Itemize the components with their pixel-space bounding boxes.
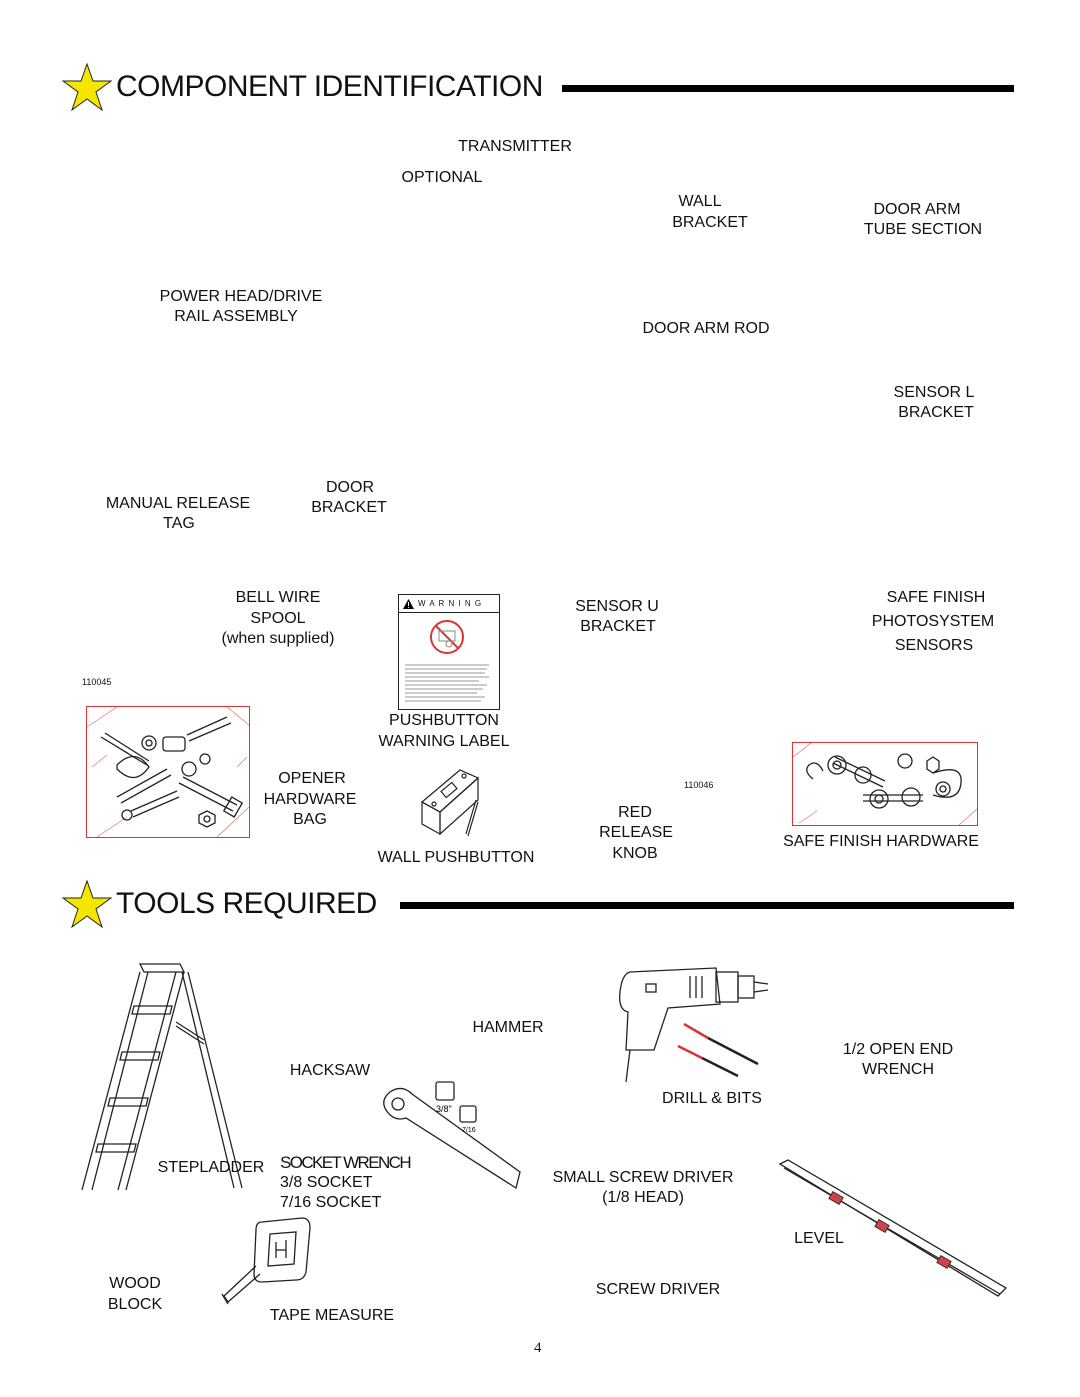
opener-hardware-label-3: BAG [293, 811, 327, 828]
heading-rule [400, 902, 1014, 909]
socket-716-label: 7/16 SOCKET [280, 1194, 382, 1211]
optional-label: OPTIONAL [401, 169, 483, 186]
wall-bracket-label-1: WALL [678, 193, 722, 210]
wood-block-label-1: WOOD [109, 1275, 161, 1292]
power-head-label-2: RAIL ASSEMBLY [174, 308, 298, 325]
part-number-110045: 110045 [82, 677, 112, 687]
socket-38-label: 3/8 SOCKET [280, 1174, 373, 1191]
warning-sticker-text: W A R N I N G [418, 599, 483, 608]
socket-wrench-label: SOCKET WRENCH [280, 1153, 412, 1172]
sensor-l-label-2: BRACKET [898, 404, 974, 421]
safe-finish-label-1: SAFE FINISH [886, 589, 986, 606]
small-screw-driver-label-2: (1/8 HEAD) [602, 1189, 684, 1206]
stepladder-label: STEPLADDER [157, 1159, 265, 1176]
star-icon [62, 880, 112, 928]
power-head-label-1: POWER HEAD/DRIVE [159, 288, 323, 305]
screw-driver-label: SCREW DRIVER [595, 1281, 721, 1298]
stepladder-image [81, 963, 243, 1191]
level-label: LEVEL [794, 1230, 844, 1247]
warning-triangle-icon [403, 598, 414, 609]
opener-hardware-label-2: HARDWARE [263, 791, 357, 808]
page-number: 4 [534, 1340, 542, 1356]
pushbutton-warning-label-1: PUSHBUTTON [389, 712, 499, 729]
socket-size-mark-2: 7/16 [462, 1127, 476, 1134]
door-bracket-label-2: BRACKET [311, 499, 387, 516]
level-image [778, 1159, 1008, 1297]
door-arm-tube-label-1: DOOR ARM [873, 201, 961, 218]
component-identification-heading: COMPONENT IDENTIFICATION [116, 70, 543, 103]
door-bracket-label-1: DOOR [326, 479, 374, 496]
safe-finish-label-2: PHOTOSYSTEM [871, 613, 995, 630]
safe-finish-hardware-bag-image [792, 742, 978, 826]
opener-hardware-label-1: OPENER [278, 770, 346, 787]
socket-size-mark-1: 3/8" [436, 1104, 452, 1114]
pushbutton-warning-label-2: WARNING LABEL [378, 733, 510, 750]
no-children-icon [430, 620, 464, 654]
red-release-knob-label-2: RELEASE [599, 824, 673, 841]
part-number-110046: 110046 [684, 780, 714, 790]
red-release-knob-label-1: RED [618, 804, 652, 821]
safe-finish-hardware-label: SAFE FINISH HARDWARE [783, 833, 979, 850]
drill-and-bits-image [619, 967, 769, 1083]
tools-required-heading: TOOLS REQUIRED [116, 887, 377, 920]
hacksaw-label: HACKSAW [289, 1062, 371, 1079]
bell-wire-label-3: (when supplied) [221, 630, 335, 647]
sensor-u-label-1: SENSOR U [575, 598, 659, 615]
open-end-wrench-label-1: 1/2 OPEN END [842, 1041, 954, 1058]
manual-release-label-2: TAG [163, 515, 195, 532]
warning-fine-print [405, 664, 489, 702]
tape-measure-label: TAPE MEASURE [269, 1307, 395, 1324]
drill-bits-label: DRILL & BITS [662, 1090, 762, 1107]
transmitter-label: TRANSMITTER [458, 138, 572, 155]
wood-block-label-2: BLOCK [107, 1296, 163, 1313]
sensor-l-label-1: SENSOR L [893, 384, 975, 401]
hammer-label: HAMMER [472, 1019, 544, 1036]
wall-bracket-label-2: BRACKET [672, 214, 748, 231]
safe-finish-label-3: SENSORS [894, 637, 974, 654]
open-end-wrench-label-2: WRENCH [862, 1061, 934, 1078]
door-arm-tube-label-2: TUBE SECTION [863, 221, 983, 238]
warning-label-image: W A R N I N G [398, 594, 500, 710]
bell-wire-label-1: BELL WIRE [235, 589, 321, 606]
sensor-u-label-2: BRACKET [580, 618, 656, 635]
tape-measure-image [221, 1217, 311, 1305]
wall-pushbutton-image [420, 769, 480, 837]
manual-release-label-1: MANUAL RELEASE [105, 495, 251, 512]
door-arm-rod-label: DOOR ARM ROD [642, 320, 770, 337]
star-icon [62, 63, 112, 111]
red-release-knob-label-3: KNOB [612, 845, 658, 862]
wall-pushbutton-label: WALL PUSHBUTTON [377, 849, 535, 866]
heading-rule [562, 85, 1014, 92]
socket-wrench-image: 3/8" 7/16 [383, 1081, 521, 1190]
small-screw-driver-label-1: SMALL SCREW DRIVER [552, 1169, 734, 1186]
bell-wire-label-2: SPOOL [250, 610, 306, 627]
opener-hardware-bag-image [86, 706, 250, 838]
